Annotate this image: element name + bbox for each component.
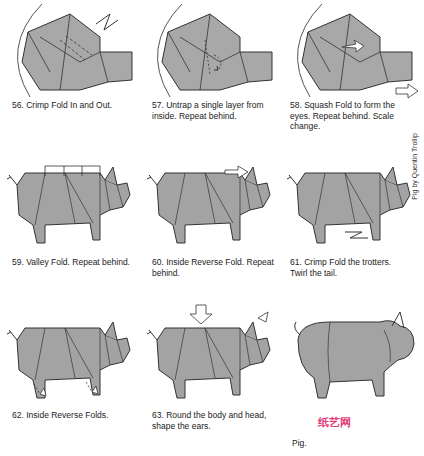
final-caption: Pig.: [292, 438, 352, 449]
author-credit: Pig by Quentin Trollip: [411, 121, 420, 211]
watermark: 纸艺网: [318, 416, 398, 430]
step-caption: 56. Crimp Fold In and Out.: [12, 100, 137, 111]
step-caption: 58. Squash Fold to form the eyes. Repeat…: [290, 100, 414, 132]
step-caption: 63. Round the body and head, shape the e…: [152, 410, 280, 431]
step-caption: 61. Crimp Fold the trotters. Twirl the t…: [290, 257, 408, 278]
step-caption: 60. Inside Reverse Fold. Repeat behind.: [152, 257, 277, 278]
step-caption: 57. Untrap a single layer from inside. R…: [152, 100, 280, 121]
step-caption: 62. Inside Reverse Folds.: [12, 410, 137, 421]
step-caption: 59. Valley Fold. Repeat behind.: [12, 257, 137, 268]
